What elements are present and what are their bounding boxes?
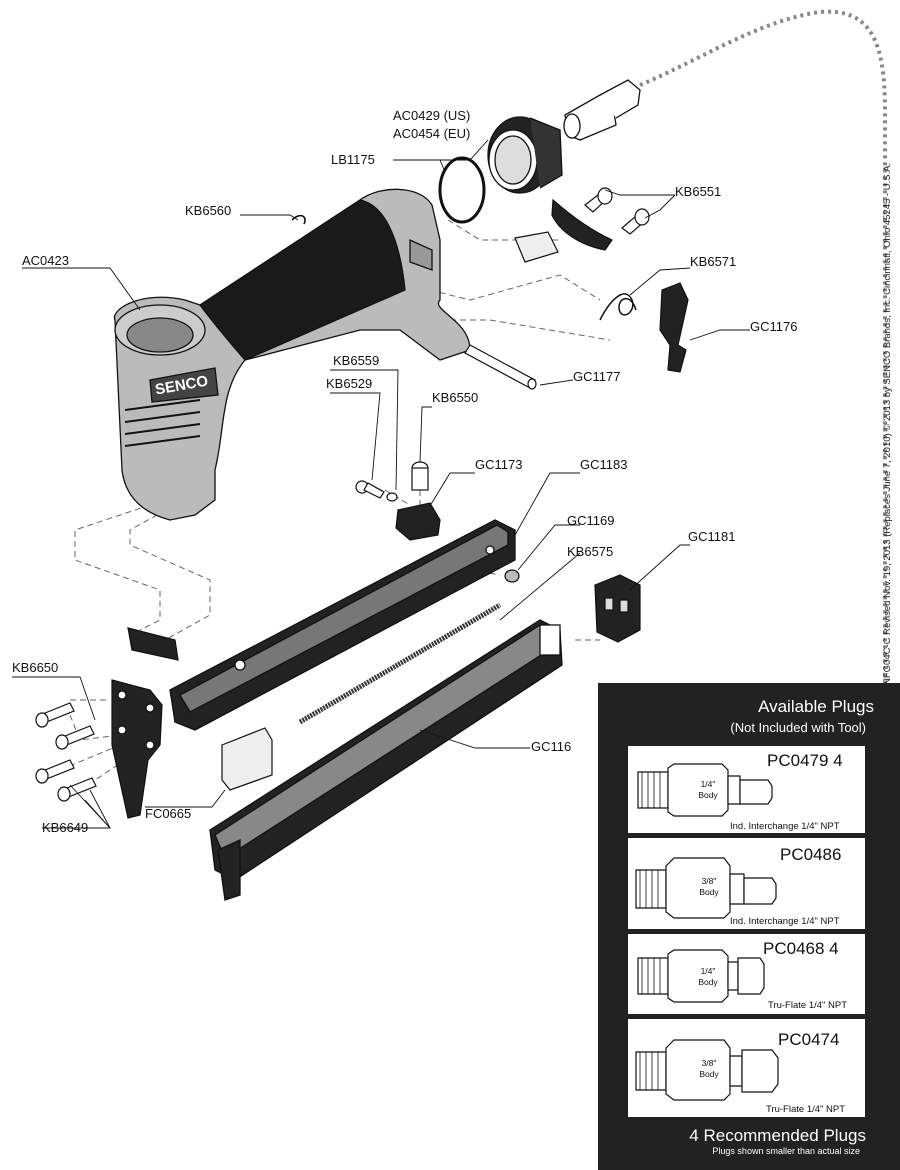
callout-ac0429: AC0429 (US) bbox=[393, 108, 471, 123]
plug-body-3-size: 1/4" bbox=[700, 966, 716, 976]
callout-kb6571: KB6571 bbox=[690, 254, 737, 269]
callout-lb1175: LB1175 bbox=[331, 152, 375, 167]
plug-code-3: PC0468 4 bbox=[763, 939, 839, 958]
o-ring bbox=[438, 156, 486, 224]
callout-fc0665: FC0665 bbox=[145, 806, 192, 821]
callout-kb6550: KB6550 bbox=[432, 390, 479, 405]
plug-panel-title: Available Plugs bbox=[758, 697, 874, 716]
callout-gc116: GC116 bbox=[531, 739, 572, 754]
revision-note: NFG04C-C Revised Nov. 19, 2013 (Replaces… bbox=[882, 162, 893, 685]
air-hose-dotted-line bbox=[639, 9, 887, 1112]
plug-body-2-size: 3/8" bbox=[701, 876, 717, 886]
magazine bbox=[169, 519, 516, 731]
callout-kb6560: KB6560 bbox=[185, 203, 232, 218]
plug-panel-footer-title: 4 Recommended Plugs bbox=[689, 1126, 866, 1145]
retaining-clip bbox=[291, 214, 306, 225]
plug-desc-2: Ind. Interchange 1/4" NPT bbox=[730, 916, 840, 927]
callout-kb6575: KB6575 bbox=[567, 544, 614, 559]
callout-gc1183: GC1183 bbox=[580, 457, 628, 472]
bracket bbox=[221, 727, 273, 791]
feed-spring bbox=[298, 602, 502, 725]
plug-panel-subtitle: (Not Included with Tool) bbox=[730, 720, 866, 735]
plug-body-1-size: 1/4" bbox=[700, 779, 716, 789]
callout-kb6649: KB6649 bbox=[42, 820, 89, 835]
callout-ac0423: AC0423 bbox=[22, 253, 69, 268]
callout-kb6529: KB6529 bbox=[326, 376, 373, 391]
cap-screws bbox=[584, 187, 650, 235]
nose-piece bbox=[111, 627, 179, 819]
plug-desc-3: Tru-Flate 1/4" NPT bbox=[768, 1000, 848, 1011]
plug-body-4-size: 3/8" bbox=[701, 1058, 717, 1068]
trigger-spring bbox=[599, 293, 637, 321]
callout-kb6559: KB6559 bbox=[333, 353, 380, 368]
plug-panel-footer-note: Plugs shown smaller than actual size bbox=[712, 1146, 860, 1156]
callout-leaders bbox=[12, 139, 750, 829]
nose-parts bbox=[355, 461, 520, 583]
plug-body-3-word: Body bbox=[698, 977, 718, 987]
plug-desc-1: Ind. Interchange 1/4" NPT bbox=[730, 821, 840, 832]
callout-gc1173: GC1173 bbox=[475, 457, 523, 472]
end-cap bbox=[487, 116, 563, 194]
plug-code-4: PC0474 bbox=[778, 1030, 840, 1049]
plug-body-1-word: Body bbox=[698, 790, 718, 800]
plug-body-4-word: Body bbox=[699, 1069, 719, 1079]
callout-ac0454: AC0454 (EU) bbox=[393, 126, 471, 141]
plug-desc-4: Tru-Flate 1/4" NPT bbox=[766, 1104, 846, 1115]
trigger bbox=[659, 282, 689, 373]
pivot-pin bbox=[464, 344, 537, 390]
callout-kb6650: KB6650 bbox=[12, 660, 59, 675]
callout-gc1177: GC1177 bbox=[573, 369, 621, 384]
callout-gc1181: GC1181 bbox=[688, 529, 736, 544]
plug-body-2-word: Body bbox=[699, 887, 719, 897]
follower bbox=[594, 574, 641, 643]
trigger-plate bbox=[514, 198, 613, 263]
callout-gc1169: GC1169 bbox=[567, 513, 615, 528]
callout-gc1176: GC1176 bbox=[750, 319, 798, 334]
nose-screws bbox=[35, 702, 97, 802]
tool-body bbox=[113, 188, 471, 521]
air-fitting bbox=[563, 79, 641, 141]
plug-code-1: PC0479 4 bbox=[767, 751, 843, 770]
magazine-track bbox=[209, 619, 563, 901]
plug-code-2: PC0486 bbox=[780, 845, 842, 864]
callout-kb6551: KB6551 bbox=[675, 184, 722, 199]
